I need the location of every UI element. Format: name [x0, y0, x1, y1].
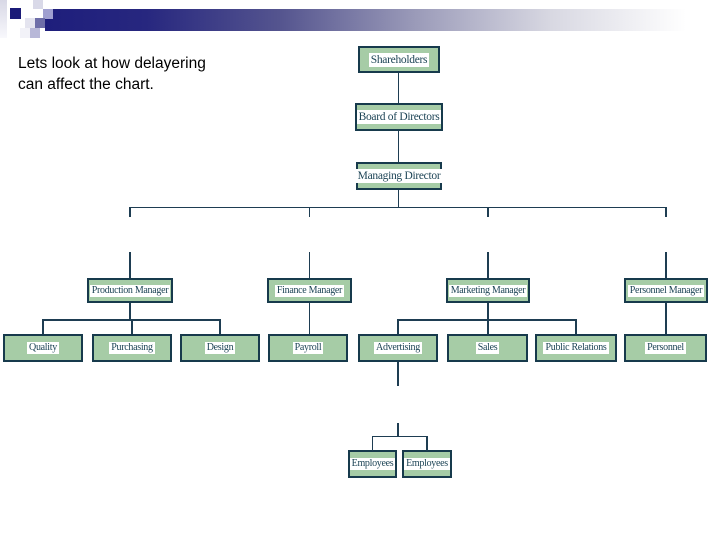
deco-square-light3 — [20, 28, 30, 38]
org-node-personnel-manager: Personnel Manager — [624, 278, 708, 303]
connector-to-public-relations — [575, 319, 577, 335]
connector-to-employees-2 — [426, 435, 428, 451]
connector-drop-finance — [308, 252, 311, 278]
org-node-label: Sales — [475, 342, 500, 354]
connector-manager-bar — [129, 206, 667, 208]
slide-title-line1: Lets look at how delayering — [18, 55, 206, 72]
org-node-label: Production Manager — [89, 284, 171, 297]
org-node-personnel: Personnel — [624, 334, 707, 362]
org-node-advertising: Advertising — [358, 334, 438, 362]
deco-left-strip — [0, 0, 7, 38]
org-node-label: Purchasing — [109, 342, 155, 354]
org-node-label: Personnel Manager — [627, 284, 705, 297]
slide-title-line2: can affect the chart. — [18, 76, 154, 93]
connector-marketing-down — [487, 303, 489, 320]
org-node-production-manager: Production Manager — [87, 278, 173, 303]
org-node-board-of-directors: Board of Directors — [355, 103, 443, 131]
connector-to-purchasing — [131, 319, 133, 335]
org-node-public-relations: Public Relations — [535, 334, 617, 362]
header-bar — [45, 9, 720, 31]
deco-square-light1 — [33, 0, 43, 9]
org-node-label: Board of Directors — [356, 110, 442, 124]
org-node-payroll: Payroll — [268, 334, 348, 362]
org-node-design: Design — [180, 334, 260, 362]
connector-to-quality — [42, 319, 44, 335]
org-node-finance-manager: Finance Manager — [267, 278, 352, 303]
org-node-label: Marketing Manager — [448, 284, 528, 297]
org-node-label: Finance Manager — [274, 284, 345, 297]
org-node-label: Managing Director — [355, 169, 443, 183]
org-node-managing-director: Managing Director — [355, 162, 443, 190]
connector-drop-marketing — [487, 252, 489, 278]
connector-to-sales — [487, 319, 489, 335]
org-node-label: Design — [204, 342, 236, 354]
connector-stub-production — [129, 206, 131, 217]
org-node-shareholders: Shareholders — [358, 46, 440, 73]
connector-marketing-bar — [397, 319, 577, 321]
deco-square-navy — [10, 8, 21, 19]
connector-stub-marketing — [487, 206, 489, 217]
org-node-marketing-manager: Marketing Manager — [446, 278, 530, 303]
deco-square-light2 — [25, 18, 35, 28]
org-node-label: Shareholders — [368, 52, 430, 67]
org-node-label: Payroll — [292, 342, 324, 354]
connector-employees-bar — [371, 435, 428, 437]
org-node-sales: Sales — [447, 334, 528, 362]
org-node-purchasing: Purchasing — [92, 334, 172, 362]
org-node-label: Employees — [349, 458, 396, 470]
connector-employees-down — [397, 423, 399, 436]
deco-square-slate — [35, 18, 45, 28]
deco-square-periwinkle — [43, 9, 53, 19]
org-node-employees-2: Employees — [402, 450, 452, 478]
connector-to-employees-1 — [371, 435, 374, 451]
connector-board-md — [397, 131, 400, 162]
deco-square-light4 — [30, 28, 40, 38]
org-node-label: Public Relations — [543, 342, 609, 354]
connector-to-design — [219, 319, 221, 335]
connector-personnelmgr-personnel — [665, 303, 667, 334]
connector-md-down — [397, 190, 400, 207]
connector-stub-personnel — [665, 206, 667, 217]
connector-drop-personnel — [665, 252, 667, 278]
connector-to-advertising — [397, 319, 399, 335]
org-node-employees-1: Employees — [348, 450, 397, 478]
org-node-quality: Quality — [3, 334, 83, 362]
connector-stub-finance — [308, 206, 311, 217]
connector-advertising-stub — [397, 362, 399, 386]
connector-shareholders-board — [397, 73, 400, 103]
connector-production-down — [129, 303, 131, 320]
slide-title: Lets look at how delayering can affect t… — [18, 53, 206, 95]
connector-drop-production — [129, 252, 131, 278]
org-node-label: Quality — [27, 342, 59, 354]
org-node-label: Personnel — [645, 342, 686, 354]
org-node-label: Advertising — [374, 342, 422, 354]
org-node-label: Employees — [404, 458, 450, 470]
connector-finance-payroll — [308, 303, 311, 334]
